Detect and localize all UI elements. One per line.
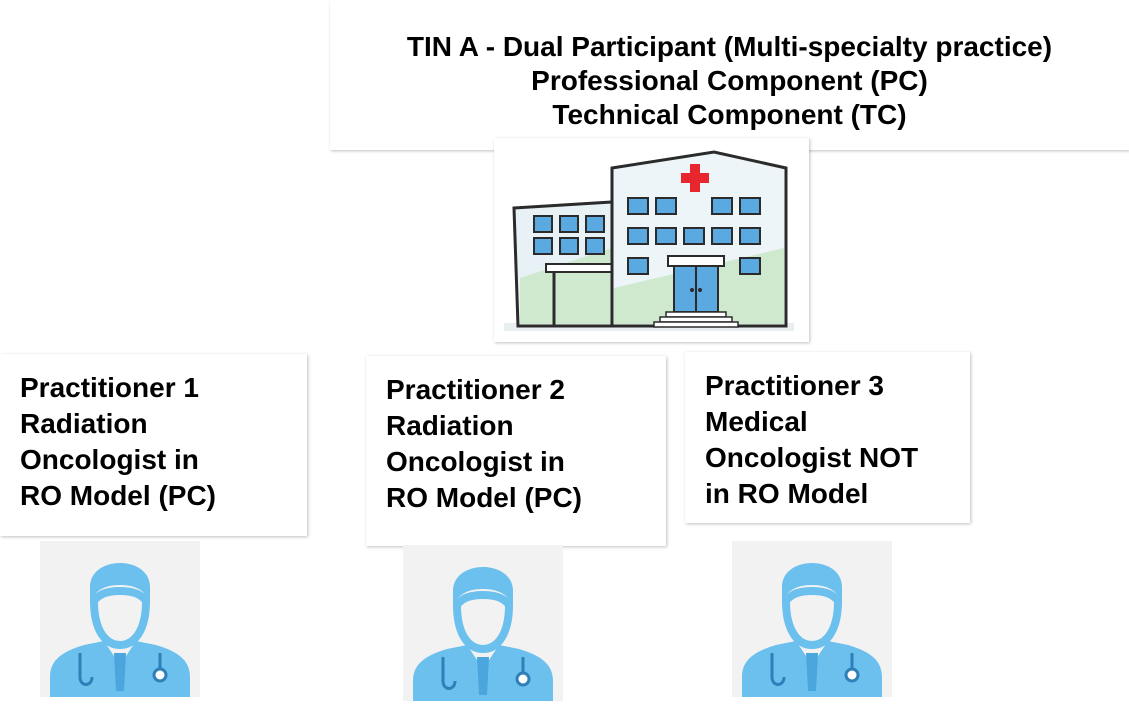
practitioner-model-status: RO Model (PC) <box>20 480 216 511</box>
practitioner-role: Radiation <box>20 408 148 439</box>
tin-a-box: TIN A - Dual Participant (Multi-specialt… <box>330 0 1129 150</box>
practitioner-role: Medical <box>705 406 808 437</box>
practitioner-1-box: Practitioner 1 Radiation Oncologist in R… <box>0 354 307 536</box>
practitioner-title: Practitioner 3 <box>705 370 884 401</box>
practitioner-role: Oncologist in <box>386 446 565 477</box>
tin-tc-label: Technical Component (TC) <box>552 99 907 130</box>
doctor-icon <box>732 541 892 697</box>
hospital-icon <box>494 138 809 342</box>
practitioner-model-status: RO Model (PC) <box>386 482 582 513</box>
doctor-icon <box>40 541 200 697</box>
practitioner-3-box: Practitioner 3 Medical Oncologist NOT in… <box>685 352 970 523</box>
practitioner-role: Oncologist NOT <box>705 442 919 473</box>
practitioner-role: Radiation <box>386 410 514 441</box>
practitioner-title: Practitioner 2 <box>386 374 565 405</box>
practitioner-model-status: in RO Model <box>705 478 869 509</box>
tin-title: TIN A - Dual Participant (Multi-specialt… <box>406 31 1053 62</box>
practitioner-title: Practitioner 1 <box>20 372 199 403</box>
practitioner-role: Oncologist in <box>20 444 199 475</box>
doctor-icon <box>403 545 563 701</box>
practitioner-2-box: Practitioner 2 Radiation Oncologist in R… <box>366 356 666 546</box>
tin-pc-label: Professional Component (PC) <box>531 65 928 96</box>
